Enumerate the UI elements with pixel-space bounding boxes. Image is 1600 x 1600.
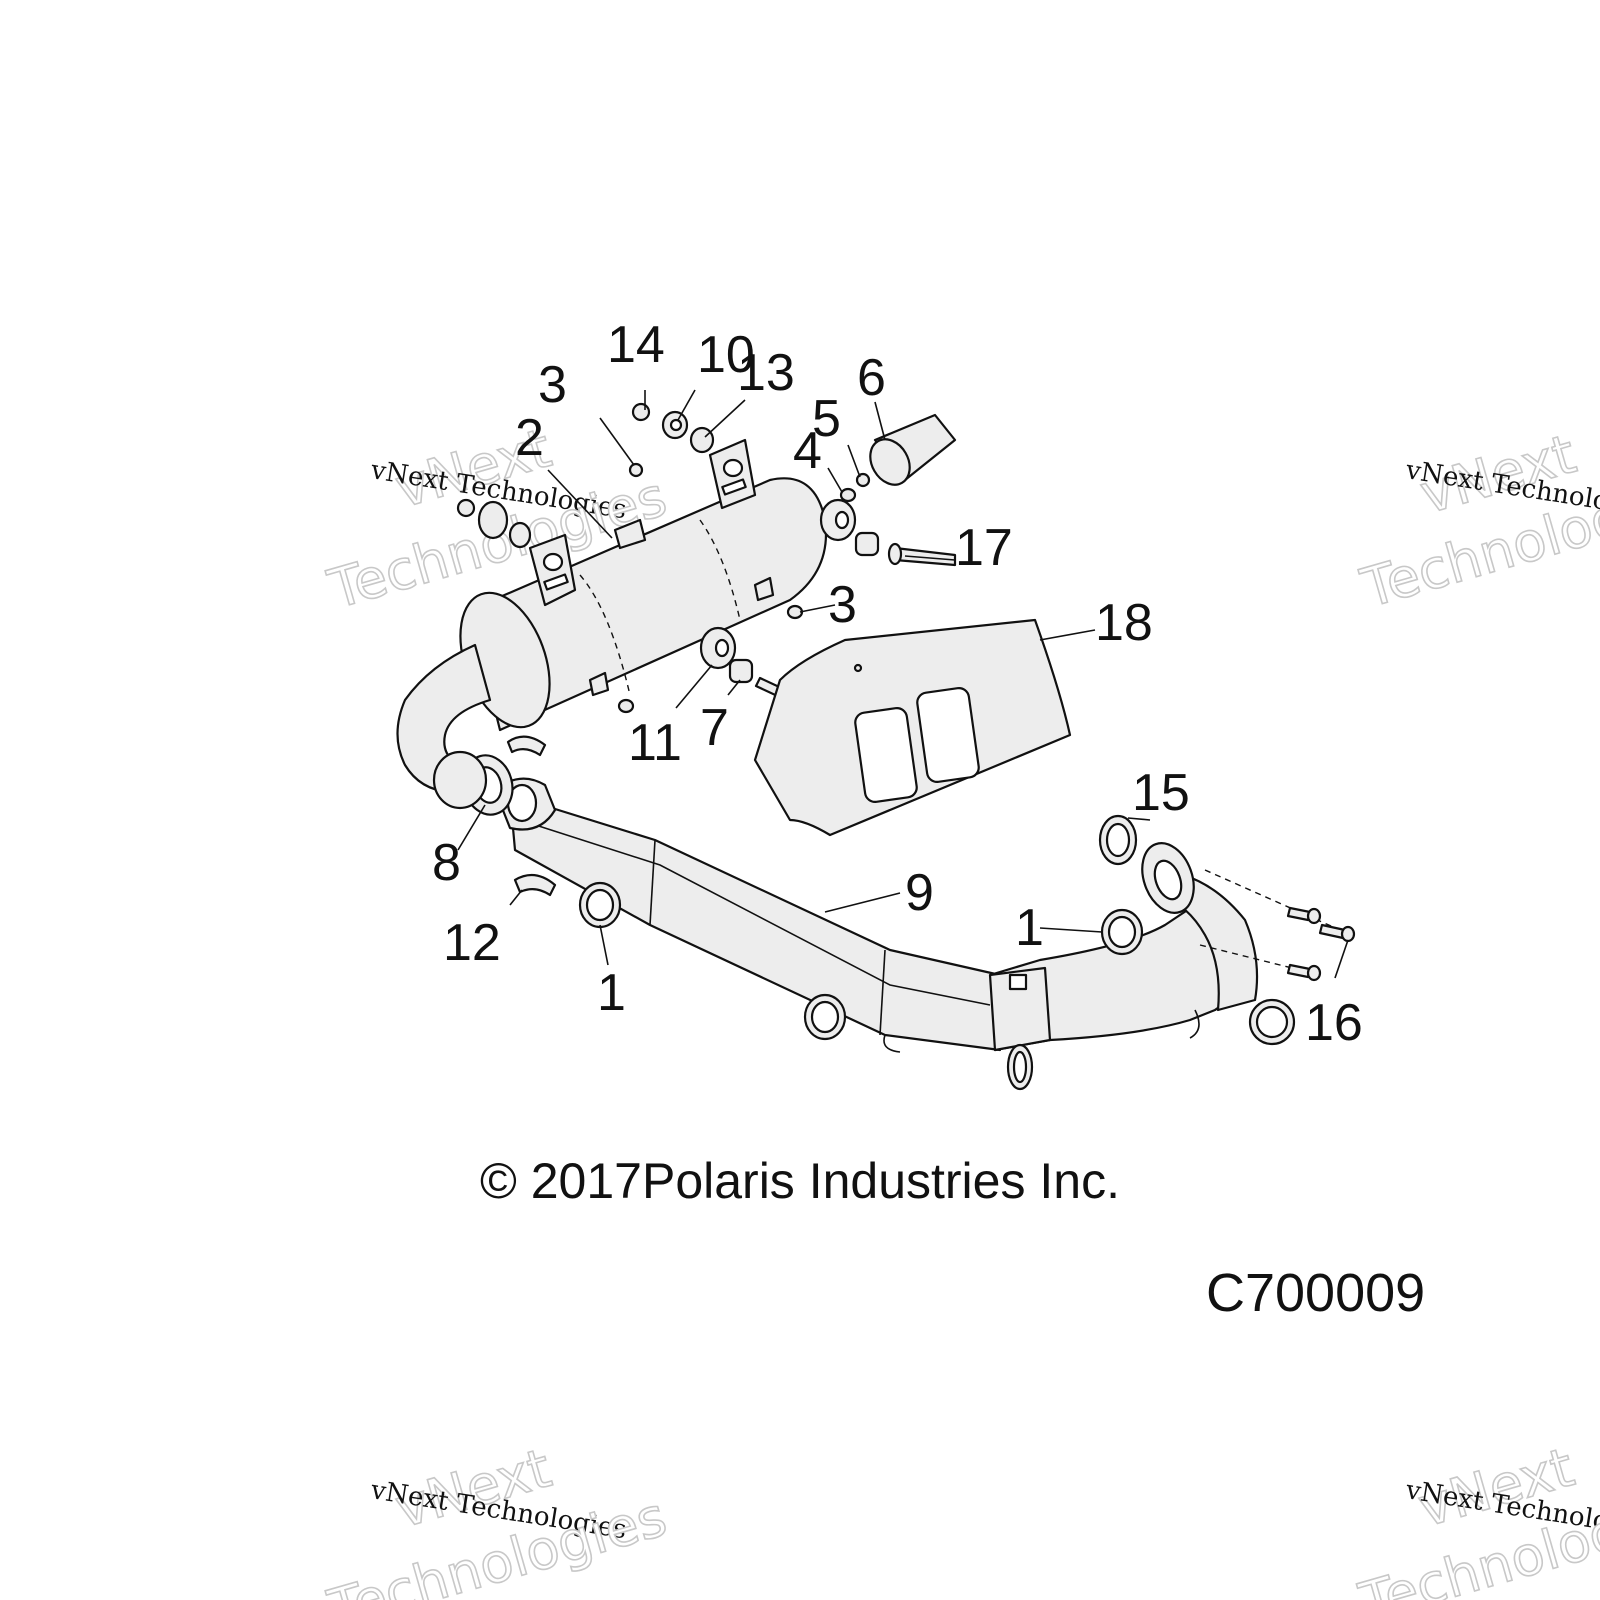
callout-14: 14 <box>607 316 665 374</box>
watermark-bottom-right: vNext vNext Technologies Technologies <box>1352 1435 1600 1600</box>
callout-3-mid: 3 <box>828 576 857 634</box>
figure-code: C700009 <box>1206 1263 1426 1323</box>
callout-7: 7 <box>700 699 729 757</box>
callout-13: 13 <box>737 344 795 402</box>
clamp-right-2 <box>1248 998 1296 1046</box>
callout-1-right: 1 <box>1015 899 1044 957</box>
rear-mount-hardware <box>819 498 957 567</box>
callout-6: 6 <box>857 349 886 407</box>
leader-lines <box>457 389 1349 979</box>
spring-lower <box>513 873 557 897</box>
callout-5: 5 <box>812 390 841 448</box>
callout-8: 8 <box>432 834 461 892</box>
heat-shield <box>753 618 1072 837</box>
small-fasteners <box>456 402 871 714</box>
callout-17: 17 <box>955 519 1013 577</box>
callout-2: 2 <box>515 409 544 467</box>
callout-10: 10 <box>697 326 755 384</box>
callout-labels: 14 10 13 6 3 5 2 4 17 3 18 7 11 15 8 9 1… <box>432 316 1363 1052</box>
clamp-lower-mid <box>803 993 847 1041</box>
callout-18: 18 <box>1095 594 1153 652</box>
clamp-right-1 <box>1100 908 1144 956</box>
tailpipe-tip <box>869 413 957 486</box>
watermark-bottom-left: vNext vNext Technologies Technologies <box>321 1435 674 1600</box>
copyright-text: © 2017Polaris Industries Inc. <box>480 1153 1120 1209</box>
clamp-upper-left <box>578 881 622 929</box>
callout-11: 11 <box>628 714 682 772</box>
callout-3-top: 3 <box>538 356 567 414</box>
callout-16: 16 <box>1305 994 1363 1052</box>
callout-4: 4 <box>793 422 822 480</box>
mid-pipe <box>508 793 1052 1053</box>
callout-1-left: 1 <box>597 964 626 1022</box>
gasket-15 <box>1098 814 1138 866</box>
spring-upper <box>506 735 547 757</box>
callout-12: 12 <box>443 914 501 972</box>
callout-9: 9 <box>905 864 934 922</box>
flange-bolts <box>1199 869 1356 982</box>
clamp-lower-center <box>1006 1043 1034 1091</box>
muffler <box>396 438 828 810</box>
callout-15: 15 <box>1132 764 1190 822</box>
watermark-top-right: vNext vNext Technologies Technologies <box>1353 421 1600 621</box>
